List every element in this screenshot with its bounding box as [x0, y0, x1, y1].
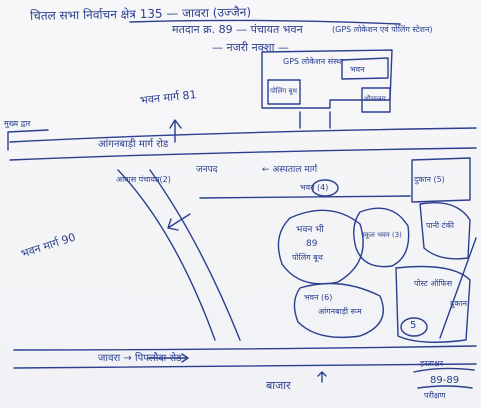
label-mid-left-top: जनपद: [196, 165, 218, 175]
header-line1: चितल सभा निर्वाचन क्षेत्र 135 — जावरा (उ…: [29, 5, 252, 23]
circle-4: [311, 179, 339, 197]
label-bottom-left-circle-2: आंगनबाड़ी रूम: [318, 307, 362, 316]
gps-block-inner: भवन: [350, 65, 365, 74]
signature-underline-2: [417, 385, 473, 389]
label-center-arrow: ← अस्पताल मार्ग: [262, 165, 318, 175]
label-big-circle-1: भवन भी: [296, 225, 324, 235]
label-right-mid: पानी टंकी: [426, 221, 454, 230]
lower-road-top: [13, 345, 477, 351]
label-bottom-arrow: बाजार: [266, 379, 291, 392]
bottom-arrow-mark: [317, 371, 327, 383]
gps-block-right: शौचालय: [364, 95, 386, 103]
label-bottom-right-num: 5: [410, 320, 417, 331]
gps-entrance: [299, 111, 331, 129]
left-gate-mark: [7, 129, 49, 151]
right-top-block: [411, 157, 471, 203]
lower-road-bottom: [13, 363, 477, 369]
big-circle-left: [277, 209, 364, 285]
lower-road-arrow: [147, 353, 189, 363]
signature-underline: [413, 367, 475, 373]
gps-block-title: GPS लोकेशन संस्था: [283, 57, 344, 66]
label-far-right: दुकान: [450, 299, 467, 308]
label-bottom-right-1: पोस्ट ऑफिस: [414, 279, 453, 288]
upper-road-bottom: [9, 147, 477, 161]
big-circle-right: [353, 207, 410, 268]
label-center-circle: भवन (4): [300, 183, 329, 192]
label-big-circle-2: 89: [306, 239, 318, 249]
central-boundary: [199, 195, 411, 199]
bottom-left-circle: [293, 282, 384, 339]
gps-compound-outline: [261, 49, 393, 109]
lane-arrow: [167, 213, 191, 231]
label-mid-left-sub: आवास पंचायत(2): [116, 175, 171, 184]
label-left-gate: मुख्य द्वार: [4, 119, 31, 128]
gps-block-left: पोलिंग बूथ: [270, 87, 297, 95]
signature-line-1: हस्ताक्षर: [420, 359, 443, 368]
header-line2-note: (GPS लोकेशन एवं पोलिंग स्टेशन): [332, 25, 433, 34]
label-lower-road: जावरा → पिपलौदा रोड: [98, 353, 182, 364]
bottom-right-block: [395, 265, 471, 343]
header-line3: — नजरी नक्शा —: [212, 41, 289, 54]
signature-line-3: परीक्षण: [424, 391, 446, 400]
header-underline: [129, 19, 401, 25]
north-arrow: [169, 119, 182, 143]
label-big-circle-3: पोलिंग बूथ: [292, 253, 323, 262]
right-mid-block: [419, 202, 471, 260]
right-diagonal: [439, 237, 477, 339]
label-right-top: दुकान (5): [414, 175, 445, 184]
header-line2: मतदान क्र. 89 — पंचायत भवन: [172, 23, 303, 36]
label-big-circle-right: स्कूल भवन (3): [362, 231, 402, 239]
gps-inner-box: [341, 57, 389, 80]
polling-booth-box: [267, 79, 301, 105]
signature-line-2: 89-89: [430, 375, 460, 386]
circle-5: [400, 317, 428, 337]
label-bottom-left-circle-1: भवन (6): [304, 293, 333, 302]
upper-road-top: [9, 127, 477, 143]
label-upper-road: आंगनबाड़ी मार्ग रोड: [98, 139, 169, 150]
curved-lane-left: [117, 169, 216, 341]
curved-lane-right: [149, 169, 241, 341]
toilet-box: [361, 87, 391, 113]
